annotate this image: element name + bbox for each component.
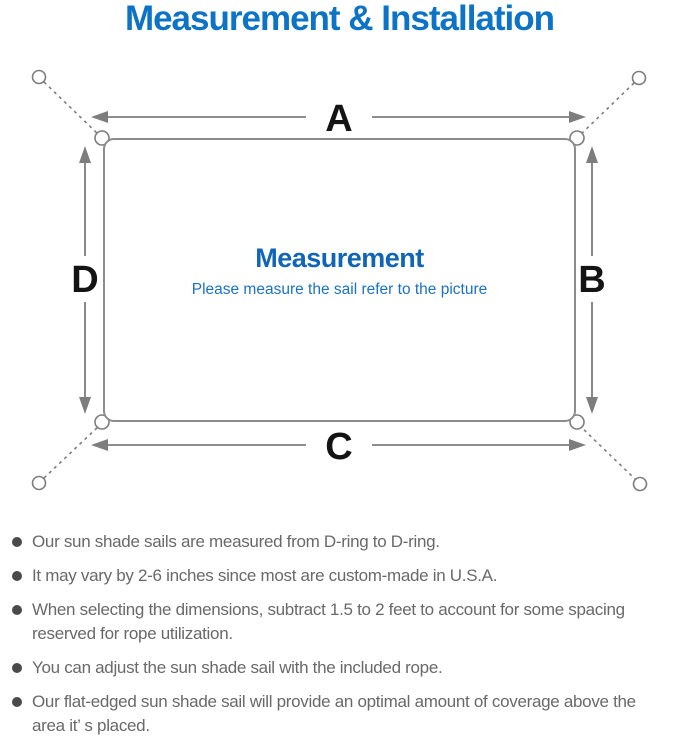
anchor-circle-bottom-left xyxy=(31,475,47,491)
dimension-arrowheads xyxy=(79,111,598,451)
list-item: Our flat-edged sun shade sail will provi… xyxy=(12,690,672,738)
anchor-points xyxy=(31,69,648,492)
anchor-circle-top-left xyxy=(31,69,47,85)
arrowhead-d-up xyxy=(79,146,91,163)
anchor-rope-lines xyxy=(43,81,636,480)
bullet-icon xyxy=(12,663,22,673)
list-item: It may vary by 2-6 inches since most are… xyxy=(12,564,672,588)
list-item: Our sun shade sails are measured from D-… xyxy=(12,530,672,554)
rope-top-right xyxy=(578,82,635,137)
arrowhead-c-left xyxy=(91,439,108,451)
bullet-icon xyxy=(12,537,22,547)
dimension-label-a: A xyxy=(325,98,352,140)
page-title: Measurement & Installation xyxy=(124,0,555,38)
dimension-lines xyxy=(84,116,593,446)
anchor-circle-top-right xyxy=(631,70,647,86)
arrowhead-b-up xyxy=(586,146,598,163)
rope-bottom-right xyxy=(578,424,636,480)
center-subtitle: Please measure the sail refer to the pic… xyxy=(191,281,488,298)
rope-top-left xyxy=(43,81,101,137)
anchor-circle-bottom-right xyxy=(632,476,648,492)
list-item: When selecting the dimensions, subtract … xyxy=(12,598,672,646)
measurement-diagram: A B C D xyxy=(31,69,648,492)
sail-center-text: Measurement Please measure the sail refe… xyxy=(104,243,575,299)
notes-list: Our sun shade sails are measured from D-… xyxy=(12,530,672,739)
dimension-label-c: C xyxy=(325,426,352,468)
d-ring-top-right xyxy=(569,130,585,146)
arrowhead-a-left xyxy=(91,111,108,123)
note-text: You can adjust the sun shade sail with t… xyxy=(32,658,443,677)
sail-rectangle xyxy=(103,138,576,422)
note-text: Our sun shade sails are measured from D-… xyxy=(32,532,440,551)
note-text: When selecting the dimensions, subtract … xyxy=(32,600,625,643)
dimension-label-b: B xyxy=(578,259,605,301)
arrowhead-a-right xyxy=(569,111,586,123)
d-ring-top-left xyxy=(94,130,110,146)
arrowhead-b-down xyxy=(586,397,598,414)
arrowhead-d-down xyxy=(79,397,91,414)
d-ring-bottom-right xyxy=(569,414,585,430)
note-text: Our flat-edged sun shade sail will provi… xyxy=(32,692,636,735)
dimension-label-d: D xyxy=(71,259,98,301)
note-text: It may vary by 2-6 inches since most are… xyxy=(32,566,498,585)
center-heading: Measurement xyxy=(255,243,424,273)
arrowhead-c-right xyxy=(569,439,586,451)
corner-d-rings xyxy=(94,130,585,430)
bullet-icon xyxy=(12,697,22,707)
list-item: You can adjust the sun shade sail with t… xyxy=(12,656,672,680)
bullet-icon xyxy=(12,605,22,615)
d-ring-bottom-left xyxy=(94,414,110,430)
rope-bottom-left xyxy=(43,424,101,479)
bullet-icon xyxy=(12,571,22,581)
